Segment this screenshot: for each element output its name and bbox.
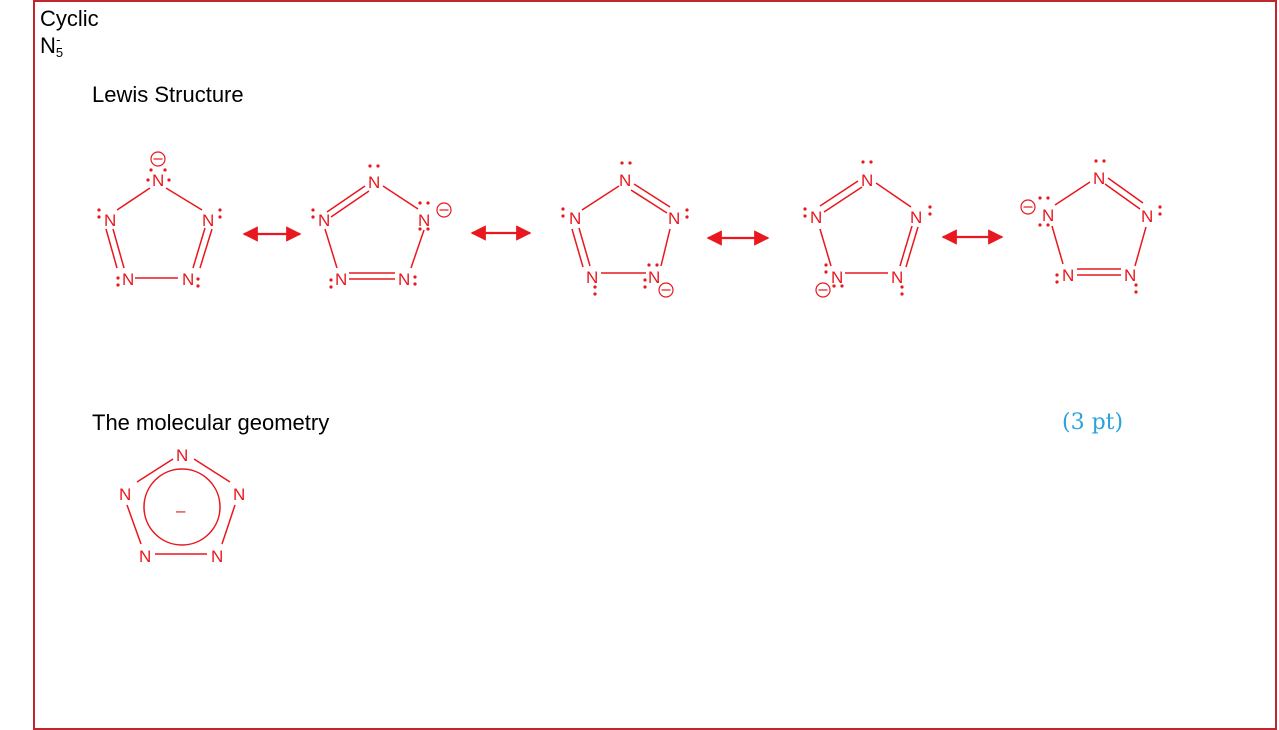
atom-label: N <box>368 173 380 192</box>
atom-label: N <box>1124 266 1136 285</box>
resonance-structure-2: N N N N N <box>311 164 452 289</box>
atom-label: N <box>104 211 116 230</box>
lewis-structure-heading: Lewis Structure <box>92 82 244 107</box>
title-superscript: - <box>56 32 61 47</box>
points-label: (3 pt) <box>1062 410 1124 435</box>
negative-charge-icon <box>436 202 452 218</box>
atom-label: N <box>418 211 430 230</box>
atom-label: N <box>119 485 131 504</box>
page-title: Cyclic N5- <box>40 6 125 60</box>
negative-charge-icon <box>1020 199 1036 215</box>
atom-label: N <box>122 270 134 289</box>
delocalization-ring <box>143 468 221 546</box>
resonance-structure-1: N N N N N <box>97 151 222 289</box>
negative-charge-icon <box>658 282 674 298</box>
atom-label: N <box>619 171 631 190</box>
atom-label: N <box>861 171 873 190</box>
atom-label: N <box>233 485 245 504</box>
atom-label: N <box>1042 206 1054 225</box>
atom-label: N <box>586 268 598 287</box>
atom-label: N <box>569 209 581 228</box>
molecular-geometry-diagram: N N N N N – <box>119 446 245 566</box>
atom-label: N <box>910 208 922 227</box>
atom-label: N <box>139 547 151 566</box>
negative-charge-icon <box>815 282 831 298</box>
title-subscript: 5 <box>55 45 64 60</box>
atom-label: N <box>891 268 903 287</box>
atom-label: N <box>152 171 164 190</box>
atom-label: N <box>335 270 347 289</box>
atom-label: N <box>668 209 680 228</box>
atom-label: N <box>211 547 223 566</box>
resonance-structure-5: N N N N N <box>1020 159 1162 294</box>
molecular-geometry-heading: The molecular geometry <box>92 410 330 435</box>
atom-label: N <box>1141 207 1153 226</box>
title-text: Cyclic N <box>40 6 99 58</box>
atom-label: N <box>831 268 843 287</box>
atom-label: N <box>1062 266 1074 285</box>
atom-label: N <box>1093 169 1105 188</box>
atom-label: N <box>182 270 194 289</box>
ring-charge: – <box>176 501 186 520</box>
negative-charge-icon <box>150 151 166 167</box>
atom-label: N <box>202 211 214 230</box>
atom-label: N <box>648 268 660 287</box>
atom-label: N <box>398 270 410 289</box>
atom-label: N <box>318 211 330 230</box>
atom-label: N <box>176 446 188 465</box>
resonance-structure-3: N N N N N <box>561 161 689 298</box>
resonance-structure-4: N N N N N <box>803 160 932 298</box>
atom-label: N <box>810 208 822 227</box>
